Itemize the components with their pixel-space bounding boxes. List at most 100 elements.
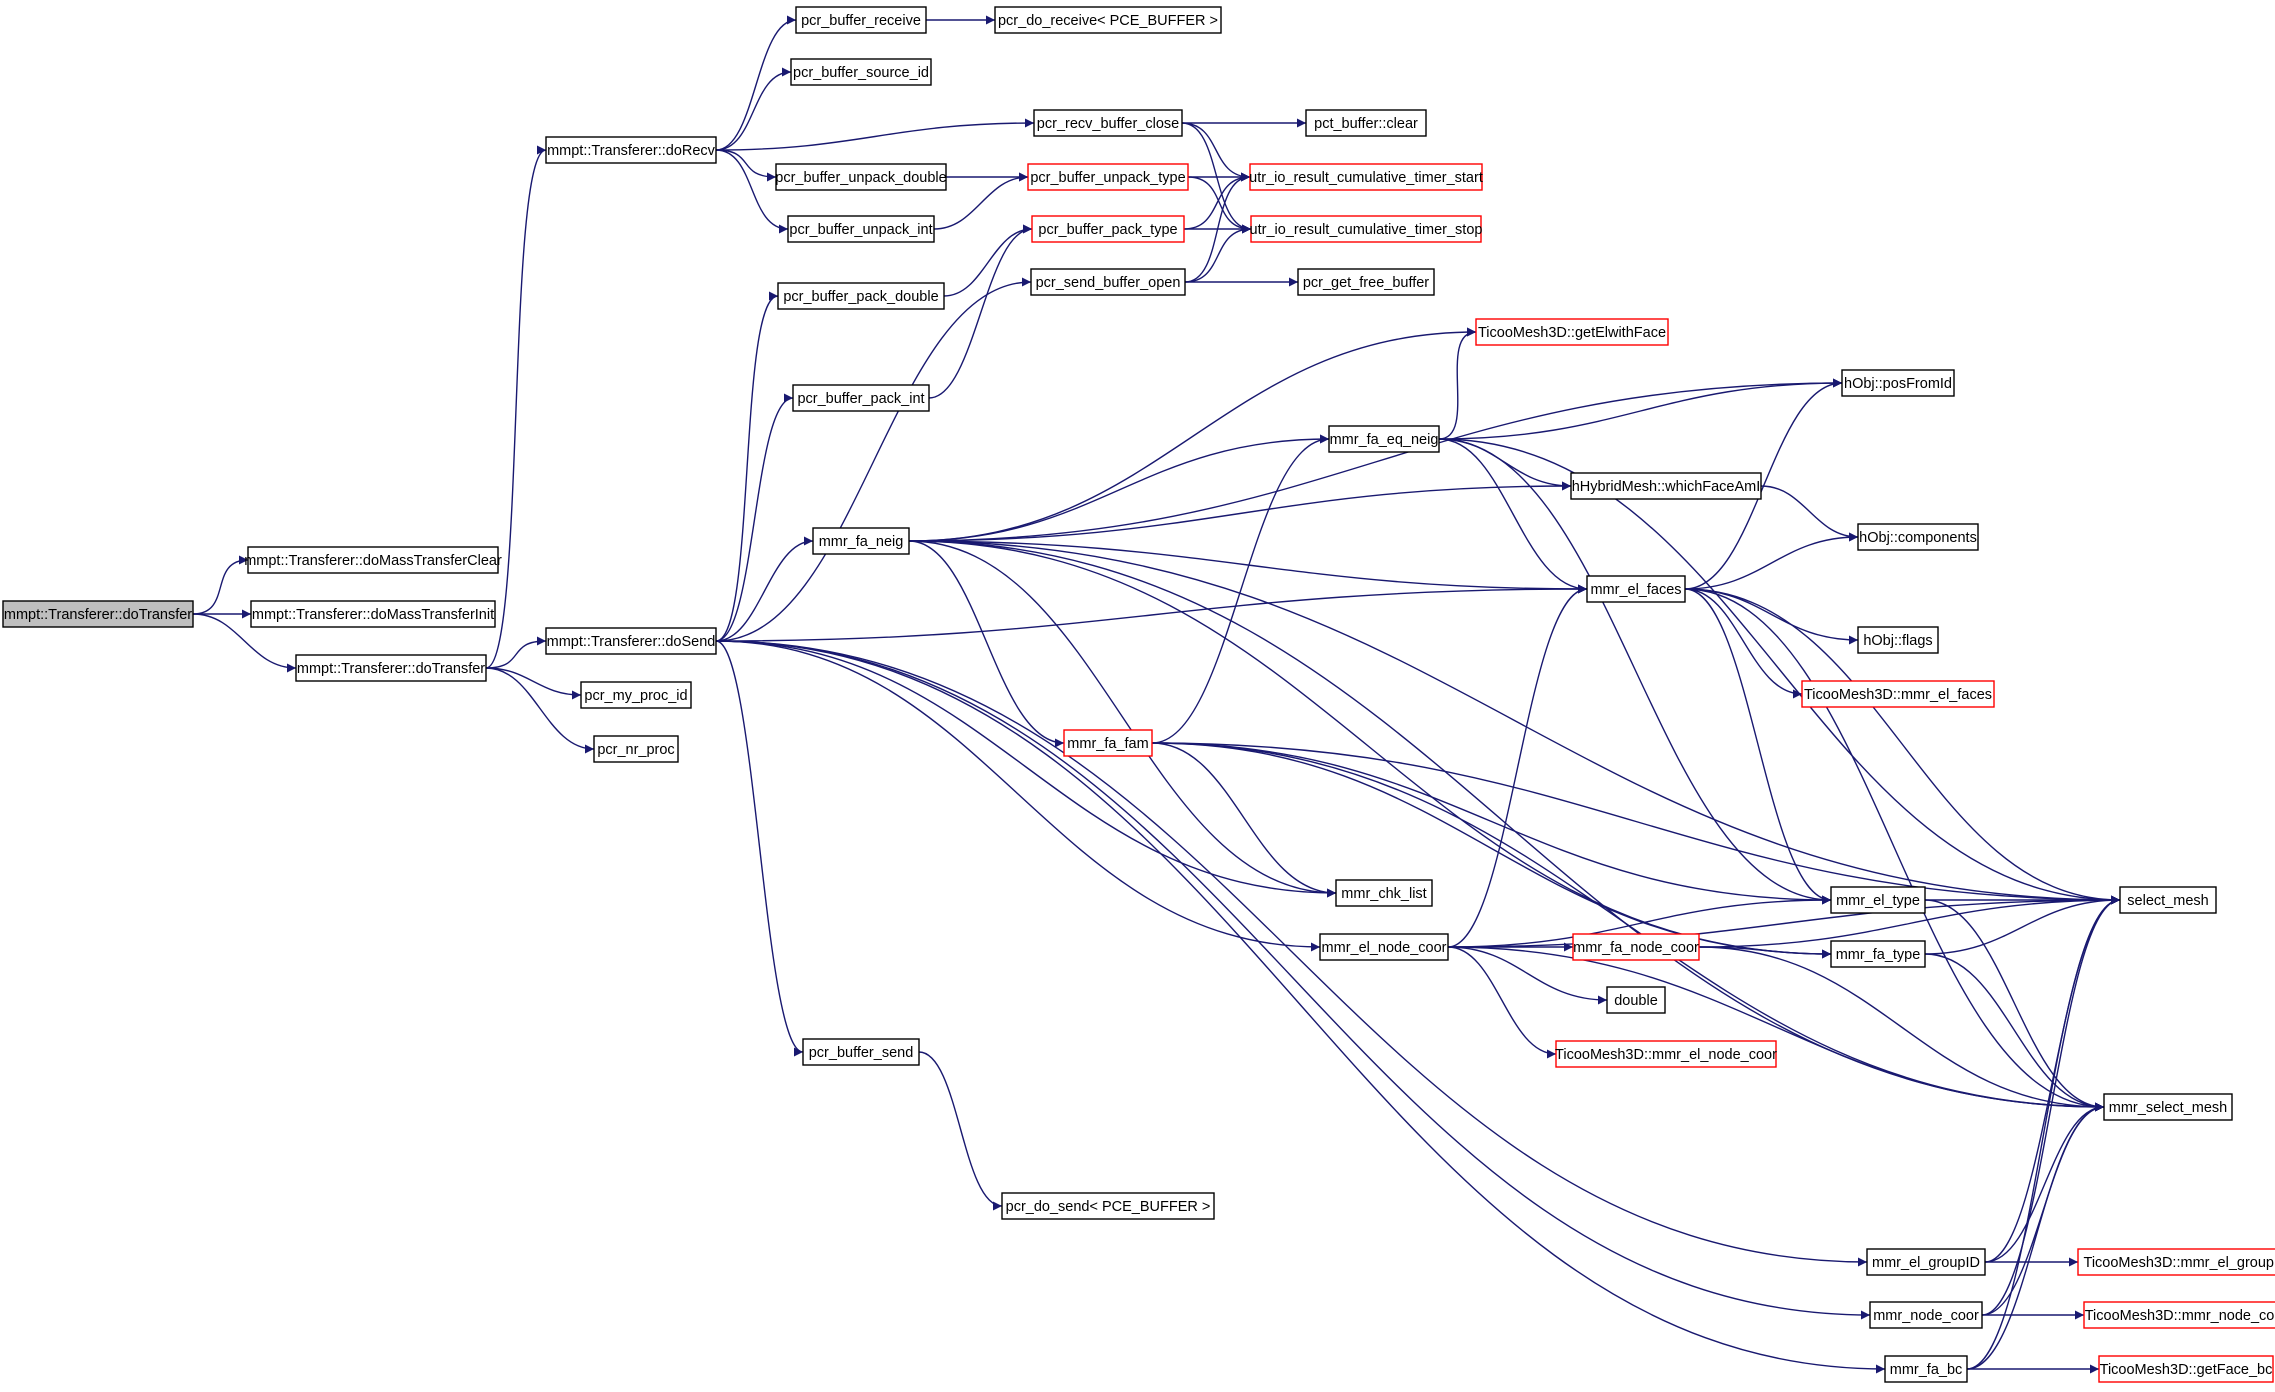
node-mmr-node-coor[interactable]: mmr_node_coor (1869, 1301, 1983, 1329)
node-box[interactable] (1063, 729, 1153, 757)
node-box[interactable] (1857, 523, 1979, 551)
node-dotransfer[interactable]: mmpt::Transferer::doTransfer (2, 600, 194, 628)
node-timer-start[interactable]: utr_io_result_cumulative_timer_start (1249, 163, 1483, 191)
node-dotransfer2[interactable]: mmpt::Transferer::doTransfer (295, 654, 487, 682)
node-mmr-fa-eq-neig[interactable]: mmr_fa_eq_neig (1328, 425, 1440, 453)
node-box[interactable] (1033, 109, 1183, 137)
node-box[interactable] (2083, 1301, 2275, 1329)
node-domasstransferinit[interactable]: mmpt::Transferer::doMassTransferInit (250, 600, 496, 628)
node-dorecv[interactable]: mmpt::Transferer::doRecv (545, 136, 717, 164)
node-double[interactable]: double (1606, 986, 1666, 1014)
node-box[interactable] (1866, 1248, 1986, 1276)
node-pcr-buffer-unpack-int[interactable]: pcr_buffer_unpack_int (787, 215, 935, 243)
node-box[interactable] (295, 654, 487, 682)
node-mmr-fa-type[interactable]: mmr_fa_type (1830, 940, 1926, 968)
node-box[interactable] (2103, 1093, 2233, 1121)
node-box[interactable] (1606, 986, 1666, 1014)
node-pcr-my-proc-id[interactable]: pcr_my_proc_id (580, 681, 692, 709)
node-domasstransferclear[interactable]: mmpt::Transferer::doMassTransferClear (244, 546, 502, 574)
node-mmr-fa-bc[interactable]: mmr_fa_bc (1884, 1355, 1968, 1383)
node-mmr-fa-fam[interactable]: mmr_fa_fam (1063, 729, 1153, 757)
node-box[interactable] (2119, 886, 2217, 914)
node-box[interactable] (1801, 680, 1995, 708)
node-mmr-chk-list[interactable]: mmr_chk_list (1335, 879, 1433, 907)
node-box[interactable] (1857, 626, 1939, 654)
node-pct-buffer-clear[interactable]: pct_buffer::clear (1305, 109, 1427, 137)
node-box[interactable] (580, 681, 692, 709)
node-box[interactable] (2, 600, 194, 628)
node-box[interactable] (1335, 879, 1433, 907)
node-components[interactable]: hObj::components (1857, 523, 1979, 551)
node-mmr-el-faces[interactable]: mmr_el_faces (1586, 575, 1686, 603)
node-box[interactable] (1328, 425, 1440, 453)
node-box[interactable] (777, 282, 945, 310)
node-mmr-el-groupid[interactable]: mmr_el_groupID (1866, 1248, 1986, 1276)
node-dosend[interactable]: mmpt::Transferer::doSend (545, 627, 717, 655)
node-pcr-buffer-pack-int[interactable]: pcr_buffer_pack_int (792, 384, 930, 412)
node-box[interactable] (1250, 215, 1482, 243)
node-getelwithface[interactable]: TicooMesh3D::getElwithFace (1475, 318, 1669, 346)
node-box[interactable] (1830, 886, 1926, 914)
node-box[interactable] (1869, 1301, 1983, 1329)
node-mmr-fa-node-coor[interactable]: mmr_fa_node_coor (1572, 933, 1700, 961)
node-pcr-nr-proc[interactable]: pcr_nr_proc (593, 735, 679, 763)
node-box[interactable] (812, 527, 910, 555)
node-box[interactable] (1884, 1355, 1968, 1383)
node-box[interactable] (787, 215, 935, 243)
node-pcr-do-send[interactable]: pcr_do_send< PCE_BUFFER > (1001, 1192, 1215, 1220)
node-box[interactable] (1319, 933, 1449, 961)
node-mmr-el-type[interactable]: mmr_el_type (1830, 886, 1926, 914)
node-timer-stop[interactable]: utr_io_result_cumulative_timer_stop (1250, 215, 1483, 243)
node-box[interactable] (1030, 268, 1186, 296)
node-mmr-select-mesh[interactable]: mmr_select_mesh (2103, 1093, 2233, 1121)
node-t-mmr-el-faces[interactable]: TicooMesh3D::mmr_el_faces (1801, 680, 1995, 708)
node-pcr-get-free-buffer[interactable]: pcr_get_free_buffer (1297, 268, 1435, 296)
node-box[interactable] (802, 1038, 920, 1066)
node-box[interactable] (1001, 1192, 1215, 1220)
node-pcr-buffer-pack-double[interactable]: pcr_buffer_pack_double (777, 282, 945, 310)
node-whichfaceami[interactable]: hHybridMesh::whichFaceAmI (1570, 472, 1762, 500)
node-box[interactable] (545, 136, 717, 164)
node-box[interactable] (792, 384, 930, 412)
node-box[interactable] (994, 6, 1222, 34)
node-box[interactable] (247, 546, 499, 574)
node-mmr-el-node-coor[interactable]: mmr_el_node_coor (1319, 933, 1449, 961)
node-box[interactable] (790, 58, 932, 86)
node-box[interactable] (1555, 1040, 1777, 1068)
node-box[interactable] (795, 6, 927, 34)
node-select-mesh[interactable]: select_mesh (2119, 886, 2217, 914)
node-mmr-fa-neig[interactable]: mmr_fa_neig (812, 527, 910, 555)
node-pcr-buffer-unpack-double[interactable]: pcr_buffer_unpack_double (775, 163, 947, 191)
node-box[interactable] (545, 627, 717, 655)
node-pcr-recv-buffer-close[interactable]: pcr_recv_buffer_close (1033, 109, 1183, 137)
node-t-mmr-node-coor[interactable]: TicooMesh3D::mmr_node_coor (2083, 1301, 2275, 1329)
node-box[interactable] (593, 735, 679, 763)
node-pcr-buffer-send[interactable]: pcr_buffer_send (802, 1038, 920, 1066)
node-box[interactable] (1586, 575, 1686, 603)
node-posfromid[interactable]: hObj::posFromId (1841, 369, 1955, 397)
node-flags[interactable]: hObj::flags (1857, 626, 1939, 654)
node-box[interactable] (1031, 215, 1185, 243)
node-box[interactable] (250, 600, 496, 628)
node-t-getface-bc[interactable]: TicooMesh3D::getFace_bc (2098, 1355, 2274, 1383)
node-box[interactable] (1027, 163, 1189, 191)
node-pcr-send-buffer-open[interactable]: pcr_send_buffer_open (1030, 268, 1186, 296)
node-t-mmr-el-groupid[interactable]: TicooMesh3D::mmr_el_groupID (2077, 1248, 2275, 1276)
node-box[interactable] (775, 163, 947, 191)
node-box[interactable] (2077, 1248, 2275, 1276)
node-box[interactable] (1305, 109, 1427, 137)
node-pcr-buffer-receive[interactable]: pcr_buffer_receive (795, 6, 927, 34)
node-pcr-do-receive[interactable]: pcr_do_receive< PCE_BUFFER > (994, 6, 1222, 34)
node-box[interactable] (1841, 369, 1955, 397)
node-box[interactable] (1475, 318, 1669, 346)
node-box[interactable] (1570, 472, 1762, 500)
node-box[interactable] (2098, 1355, 2274, 1383)
node-box[interactable] (1249, 163, 1483, 191)
node-box[interactable] (1297, 268, 1435, 296)
node-t-mmr-el-node-coor[interactable]: TicooMesh3D::mmr_el_node_coor (1555, 1040, 1777, 1068)
node-box[interactable] (1830, 940, 1926, 968)
node-pcr-buffer-source-id[interactable]: pcr_buffer_source_id (790, 58, 932, 86)
node-pcr-buffer-pack-type[interactable]: pcr_buffer_pack_type (1031, 215, 1185, 243)
node-box[interactable] (1572, 933, 1700, 961)
node-pcr-buffer-unpack-type[interactable]: pcr_buffer_unpack_type (1027, 163, 1189, 191)
